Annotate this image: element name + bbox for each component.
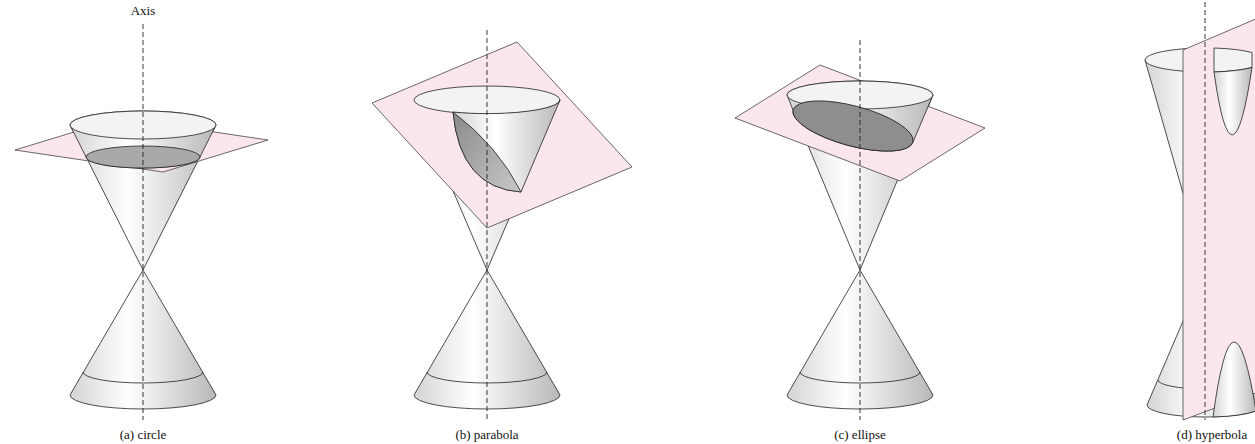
axis-line	[860, 40, 861, 420]
caption-label: (a) circle	[120, 427, 167, 442]
cone-piece	[453, 100, 560, 192]
ellipse-section	[788, 91, 918, 162]
caption-label: (b) parabola	[455, 427, 518, 442]
axis-line	[487, 30, 488, 420]
hyperbola-lower-branch	[1213, 342, 1255, 417]
circle-panel	[15, 111, 268, 409]
hyperbola-panel	[1145, 18, 1255, 420]
axis-line	[143, 24, 144, 420]
axis-label: Axis	[131, 3, 156, 18]
parabola-panel	[372, 42, 632, 409]
axis-line	[1205, 2, 1206, 420]
hyperbola-upper-branch	[1214, 68, 1252, 135]
caption-label: (c) ellipse	[834, 427, 886, 442]
cutting-plane	[1183, 18, 1255, 420]
cutting-plane	[372, 42, 632, 228]
caption-label: (d) hyperbola	[1177, 427, 1247, 442]
